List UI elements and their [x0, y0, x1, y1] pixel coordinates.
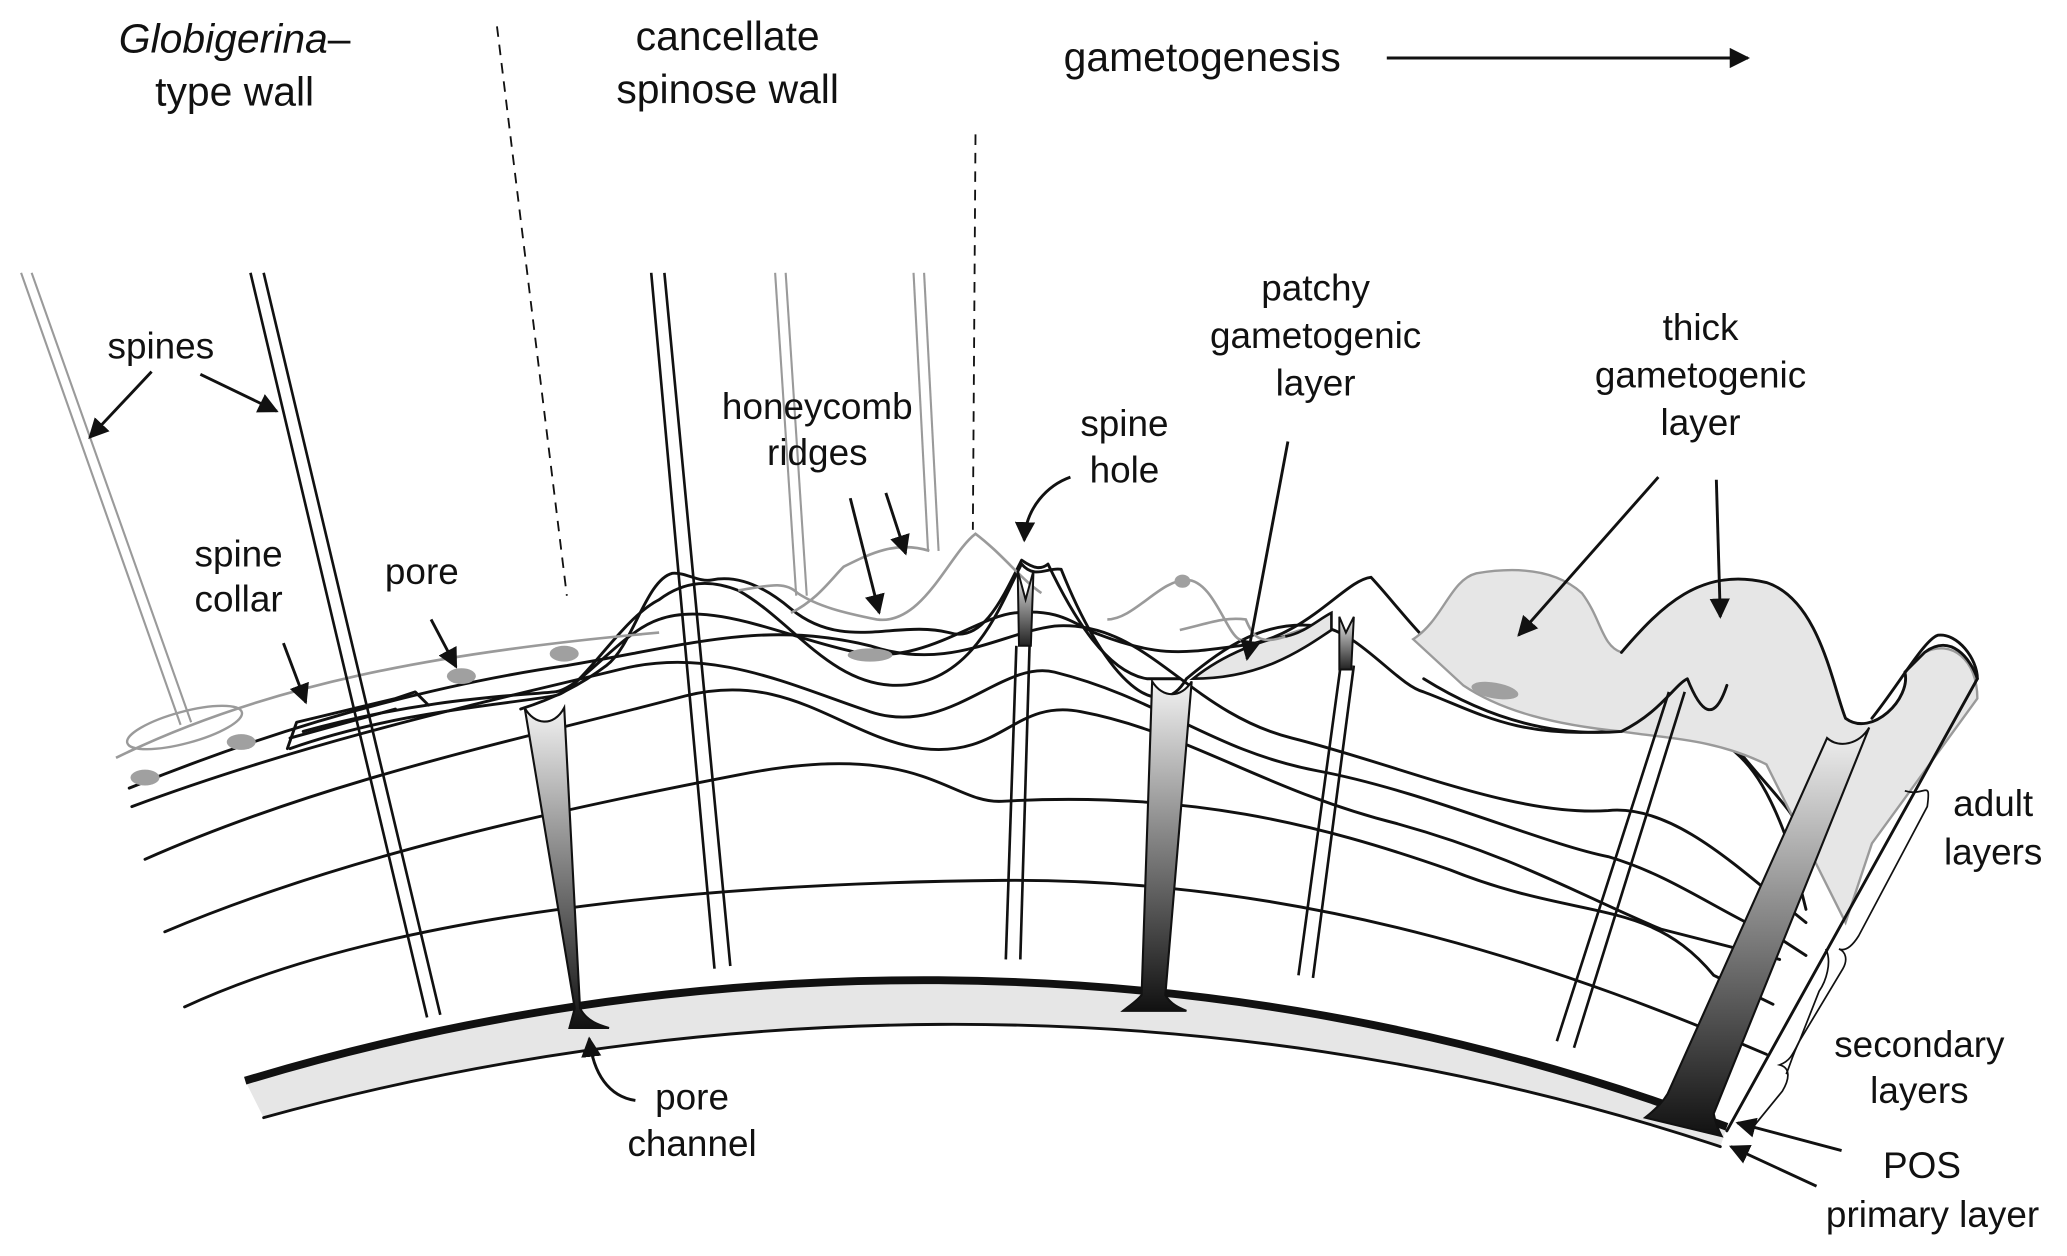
secondary-layer-lines	[127, 624, 1808, 1056]
header-cancellate-line1: cancellate	[636, 13, 820, 59]
header-globigerina-dash: –	[328, 16, 351, 62]
label-secondary-2: layers	[1870, 1070, 1968, 1111]
spine-hole	[1338, 616, 1355, 671]
pore	[446, 668, 476, 685]
pore	[226, 734, 256, 750]
brace-secondary-layers	[1752, 948, 1830, 1128]
arrow-pore-channel	[581, 1036, 636, 1102]
spine-collar-outline	[125, 704, 244, 751]
arrow-spine-collar	[282, 642, 309, 705]
pore-channel	[1120, 677, 1193, 1012]
spine	[1004, 645, 1031, 960]
primary-layer-inner-edge	[262, 1022, 1722, 1149]
arrow-spines-right	[199, 372, 279, 413]
label-spines: spines	[107, 325, 214, 366]
arrow-patchy	[1240, 441, 1290, 661]
label-spine-collar-1: spine	[194, 534, 282, 575]
pore-channel	[1642, 726, 1871, 1138]
arrow-spine-hole	[1014, 475, 1071, 543]
label-thick-2: gametogenic	[1595, 354, 1806, 395]
arrow-pore	[429, 618, 458, 669]
label-patchy-1: patchy	[1261, 267, 1370, 308]
arrow-spines-left	[88, 370, 153, 440]
svg-text:Globigerina–: Globigerina–	[119, 16, 351, 62]
shell-edge	[1725, 633, 1979, 1133]
label-spine-hole-1: spine	[1080, 403, 1168, 444]
divider-dashed-right	[971, 134, 977, 530]
spine-collar	[285, 690, 430, 751]
label-spine-collar-2: collar	[195, 579, 283, 620]
label-secondary-1: secondary	[1834, 1024, 2005, 1065]
pore-channel	[523, 703, 610, 1030]
thick-gametogenic-layer	[1411, 569, 1979, 926]
spine	[20, 272, 193, 726]
header-globigerina: Globigerina– type wall	[119, 16, 351, 115]
label-pore: pore	[385, 551, 459, 592]
globigerina-surface	[115, 631, 660, 786]
label-honeycomb-1: honeycomb	[722, 386, 913, 427]
pore	[130, 769, 160, 786]
pore	[847, 648, 893, 662]
spine	[774, 272, 808, 596]
pore	[549, 645, 579, 662]
arrow-primary-layer	[1729, 1145, 1818, 1188]
divider-dashed-left	[496, 26, 568, 596]
cancellate-surface	[519, 558, 1182, 711]
header-gametogenesis: gametogenesis	[1064, 34, 1341, 80]
pore	[1471, 681, 1519, 700]
primary-layer	[245, 980, 1727, 1147]
label-adult-1: adult	[1953, 783, 2033, 824]
header-globigerina-italic: Globigerina	[119, 16, 328, 62]
label-pos: POS	[1883, 1145, 1961, 1186]
arrow-honeycomb-2	[884, 492, 910, 556]
header-cancellate: cancellate spinose wall	[616, 13, 839, 112]
arrow-thick-2	[1709, 479, 1730, 619]
label-pore-channel-2: channel	[627, 1123, 756, 1164]
spine	[249, 272, 442, 1018]
spines	[20, 272, 1686, 1049]
pore-channels	[523, 677, 1871, 1138]
label-honeycomb-2: ridges	[767, 432, 867, 473]
label-adult-2: layers	[1944, 832, 2042, 873]
pos-organic-sheet	[244, 976, 1729, 1131]
spine	[1297, 665, 1356, 979]
arrow-honeycomb-1	[848, 497, 885, 615]
arrow-pos	[1735, 1117, 1842, 1152]
spine	[1555, 691, 1686, 1049]
label-patchy-3: layer	[1276, 362, 1356, 403]
header-cancellate-line2: spinose wall	[616, 66, 839, 112]
spine	[649, 272, 732, 969]
spine	[912, 272, 940, 551]
header-globigerina-line2: type wall	[155, 68, 314, 114]
label-spine-hole-2: hole	[1090, 449, 1160, 490]
label-patchy-2: gametogenic	[1210, 315, 1421, 356]
spine-hole	[1016, 570, 1035, 647]
label-thick-1: thick	[1663, 307, 1739, 348]
label-primary-layer: primary layer	[1826, 1194, 2039, 1235]
label-pore-channel-1: pore	[655, 1077, 729, 1118]
label-thick-3: layer	[1661, 402, 1741, 443]
arrow-thick-1	[1517, 476, 1660, 637]
